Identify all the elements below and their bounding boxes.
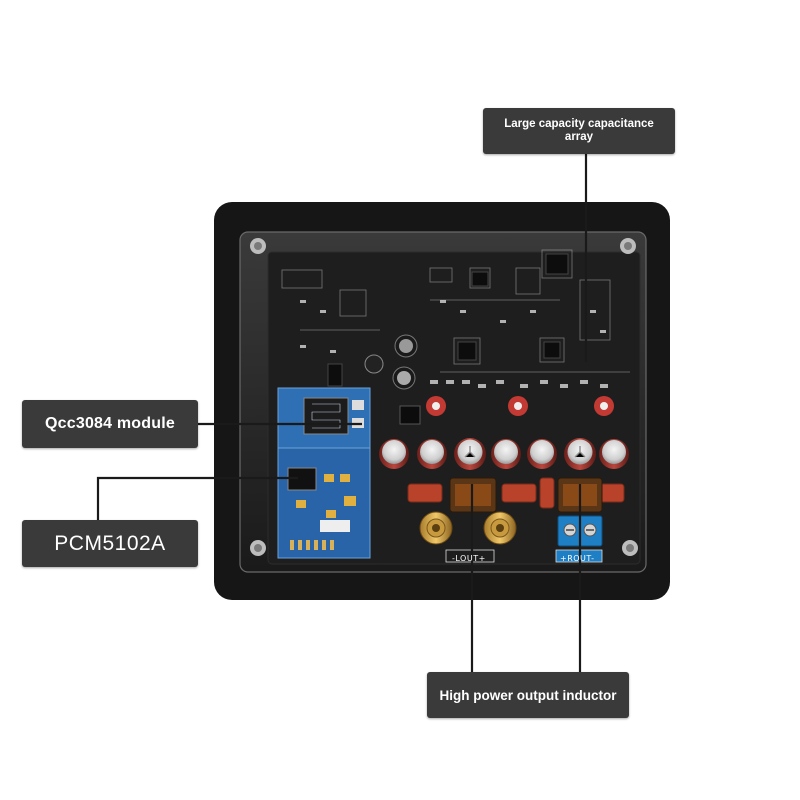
pcm5102a-board <box>277 447 371 559</box>
callout-capacitance-array: Large capacity capacitance array <box>483 108 675 154</box>
small-capacitors <box>364 334 421 425</box>
trimmer-pots <box>426 396 614 416</box>
capacitor-array <box>379 438 629 470</box>
rout-label: +ROUT- <box>560 554 595 563</box>
film-capacitors <box>407 477 625 509</box>
callout-pcm5102a: PCM5102A <box>22 520 198 567</box>
callout-qcc3084-module: Qcc3084 module <box>22 400 198 448</box>
leader-lines <box>96 154 588 672</box>
ic-chips <box>327 253 569 387</box>
mounting-screw-icon <box>250 238 638 556</box>
smd-components <box>300 300 608 388</box>
callout-output-inductor: High power output inductor <box>427 672 629 718</box>
rca-jack-icon <box>419 511 517 545</box>
qcc3084-module <box>277 387 371 449</box>
silkscreen <box>281 249 630 373</box>
lout-label-box <box>445 549 495 563</box>
lout-label: -LOUT+ <box>452 554 486 563</box>
